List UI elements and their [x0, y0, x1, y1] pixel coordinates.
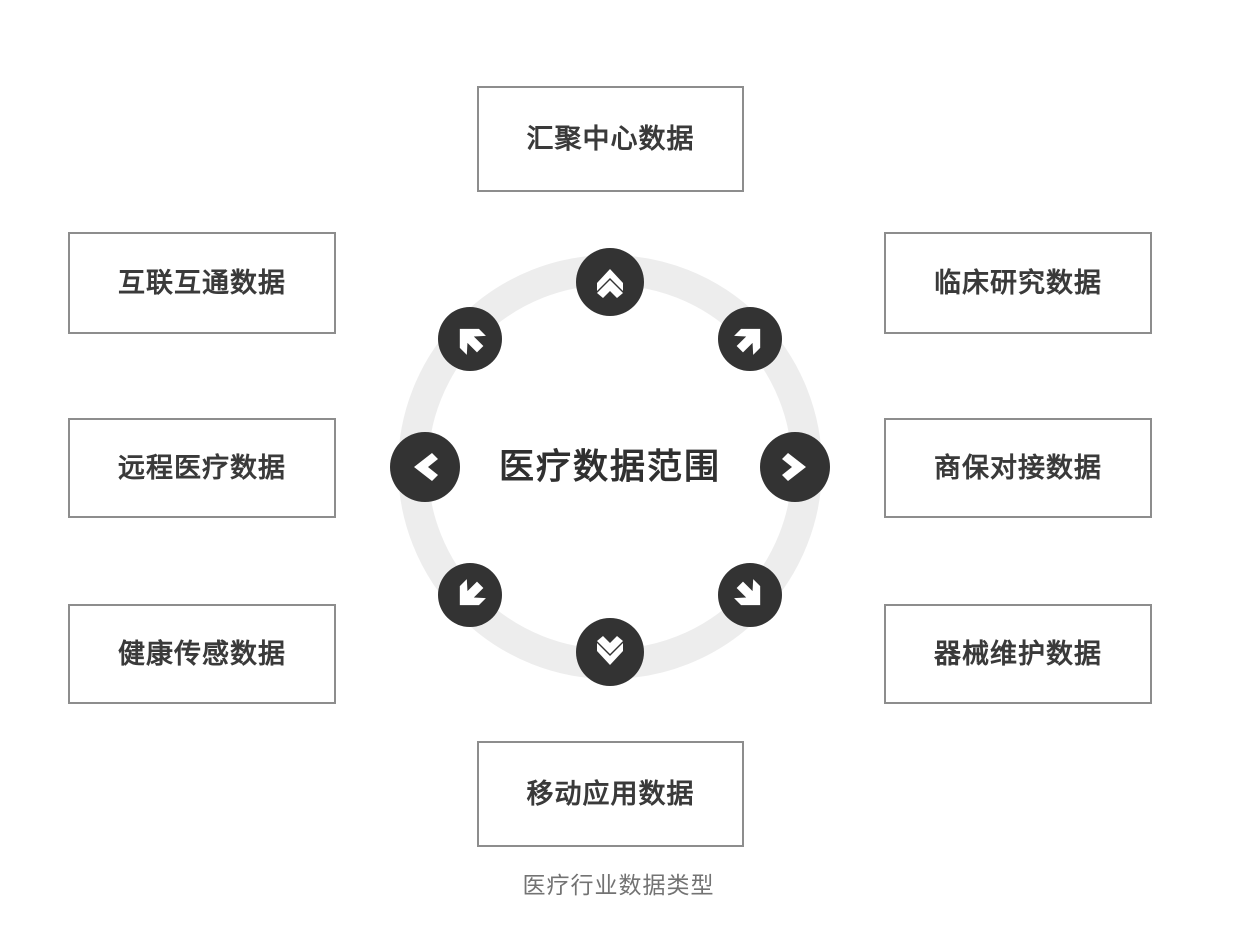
- node-label-left-1: 互联互通数据: [118, 267, 286, 298]
- node-box-right-2[interactable]: 商保对接数据: [884, 418, 1152, 518]
- node-label-bottom: 移动应用数据: [526, 778, 695, 809]
- chevron-up-double-icon[interactable]: [576, 248, 644, 316]
- node-label-right-3: 器械维护数据: [934, 638, 1102, 669]
- node-box-top[interactable]: 汇聚中心数据: [477, 86, 744, 192]
- chevron-left-icon[interactable]: [390, 432, 460, 502]
- node-box-left-1[interactable]: 互联互通数据: [68, 232, 336, 334]
- node-box-right-3[interactable]: 器械维护数据: [884, 604, 1152, 704]
- center-label: 医疗数据范围: [498, 447, 721, 487]
- arrow-southeast-icon[interactable]: [718, 563, 782, 627]
- node-box-right-1[interactable]: 临床研究数据: [884, 232, 1152, 334]
- arrow-northeast-icon[interactable]: [718, 307, 782, 371]
- chevron-right-icon[interactable]: [760, 432, 830, 502]
- arrow-northwest-icon[interactable]: [438, 307, 502, 371]
- node-label-right-2: 商保对接数据: [934, 452, 1102, 483]
- node-label-top: 汇聚中心数据: [526, 123, 695, 154]
- center-ring-group: 医疗数据范围: [390, 248, 830, 686]
- node-label-left-3: 健康传感数据: [118, 638, 286, 669]
- node-box-left-2[interactable]: 远程医疗数据: [68, 418, 336, 518]
- node-box-left-3[interactable]: 健康传感数据: [68, 604, 336, 704]
- node-label-right-1: 临床研究数据: [934, 267, 1102, 298]
- arrow-southwest-icon[interactable]: [438, 563, 502, 627]
- node-box-bottom[interactable]: 移动应用数据: [477, 741, 744, 847]
- figure-caption: 医疗行业数据类型: [522, 872, 715, 898]
- node-label-left-2: 远程医疗数据: [118, 452, 286, 483]
- chevron-down-double-icon[interactable]: [576, 618, 644, 686]
